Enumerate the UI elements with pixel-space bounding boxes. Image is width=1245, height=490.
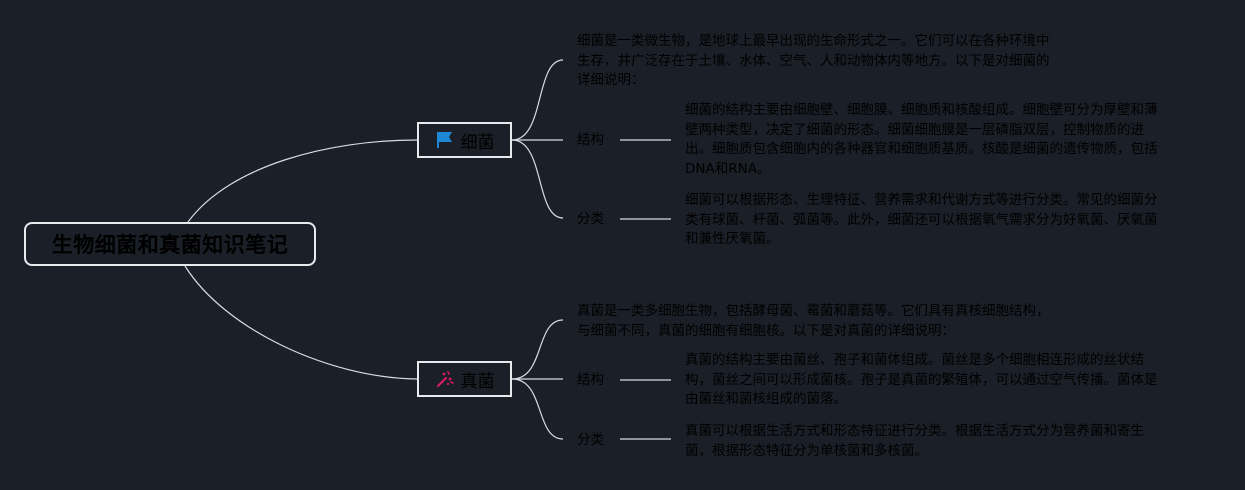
bacteria-structure-label[interactable]: 结构: [577, 132, 604, 148]
detail-line: DNA和RNA。: [685, 160, 771, 177]
root-topic[interactable]: 生物细菌和真菌知识笔记: [24, 222, 316, 266]
bacteria-intro: 细菌是一类微生物，是地球上最早出现的生命形式之一。它们可以在各种环境中 生存，并…: [577, 32, 1077, 91]
fungi-to-classification-connector: [511, 378, 564, 440]
detail-line: 构，菌丝之间可以形成菌核。孢子是真菌的繁殖体，可以通过空气传播。菌体是: [685, 371, 1158, 388]
bacteria-classification-label[interactable]: 分类: [577, 211, 604, 227]
detail-line: 由菌丝和菌核组成的菌落。: [685, 391, 847, 407]
bacteria-intro-line: 细菌是一类微生物，是地球上最早出现的生命形式之一。它们可以在各种环境中: [577, 33, 1050, 49]
branch-fungi-title: 真菌: [460, 371, 495, 392]
fungi-classification-label[interactable]: 分类: [577, 432, 604, 448]
root-to-fungi-connector: [184, 265, 418, 380]
detail-line: 细菌可以根据形态、生理特征、营养需求和代谢方式等进行分类。常见的细菌分: [685, 192, 1158, 208]
root-title: 生物细菌和真菌知识笔记: [51, 233, 289, 257]
bacteria-to-intro-connector: [511, 59, 564, 141]
branch-bacteria[interactable]: 细菌: [417, 122, 512, 158]
branch-bacteria-title: 细菌: [460, 132, 495, 153]
fungi-to-intro-connector: [511, 319, 564, 380]
fungi-intro-line: 与细菌不同，真菌的细胞有细胞核。以下是对真菌的详细说明：: [577, 322, 955, 339]
party-popper-icon: [435, 369, 455, 389]
fungi-intro-line: 真菌是一类多细胞生物，包括酵母菌、霉菌和蘑菇等。它们具有真核细胞结构，: [577, 303, 1050, 319]
flag-icon: [435, 130, 455, 150]
bacteria-intro-line: 详细说明：: [577, 72, 645, 88]
fungi-classification-detail: 真菌可以根据生活方式和形态特征进行分类。根据生活方式分为营养菌和寄生 菌，根据形…: [685, 422, 1177, 461]
fungi-structure-label[interactable]: 结构: [577, 372, 604, 388]
fungi-intro: 真菌是一类多细胞生物，包括酵母菌、霉菌和蘑菇等。它们具有真核细胞结构， 与细菌不…: [577, 302, 1077, 341]
detail-line: 真菌的结构主要由菌丝、孢子和菌体组成。菌丝是多个细胞相连形成的丝状结: [685, 352, 1144, 368]
bacteria-classification-detail: 细菌可以根据形态、生理特征、营养需求和代谢方式等进行分类。常见的细菌分 类有球菌…: [685, 191, 1177, 250]
bacteria-intro-line: 生存，并广泛存在于土壤、水体、空气、人和动物体内等地方。以下是对细菌的: [577, 52, 1050, 69]
fungi-structure-detail: 真菌的结构主要由菌丝、孢子和菌体组成。菌丝是多个细胞相连形成的丝状结 构，菌丝之…: [685, 351, 1177, 410]
detail-line: 细菌的结构主要由细胞壁、细胞膜、细胞质和核酸组成。细胞壁可分为厚壁和薄: [685, 102, 1158, 118]
detail-line: 出。细胞质包含细胞内的各种器官和细胞质基质。核酸是细菌的遗传物质，包括: [685, 141, 1158, 157]
detail-line: 菌，根据形态特征分为单核菌和多核菌。: [685, 442, 928, 459]
detail-line: 和兼性厌氧菌。: [685, 231, 780, 247]
branch-fungi[interactable]: 真菌: [417, 361, 512, 397]
bacteria-structure-detail: 细菌的结构主要由细胞壁、细胞膜、细胞质和核酸组成。细胞壁可分为厚壁和薄 壁两种类…: [685, 101, 1177, 179]
root-to-bacteria-connector: [187, 139, 418, 223]
detail-line: 真菌可以根据生活方式和形态特征进行分类。根据生活方式分为营养菌和寄生: [685, 423, 1144, 439]
detail-line: 类有球菌、杆菌、弧菌等。此外，细菌还可以根据氧气需求分为好氧菌、厌氧菌: [685, 211, 1158, 228]
bacteria-to-classification-connector: [511, 139, 564, 219]
detail-line: 壁两种类型，决定了细菌的形态。细菌细胞膜是一层磷脂双层，控制物质的进: [685, 121, 1144, 138]
